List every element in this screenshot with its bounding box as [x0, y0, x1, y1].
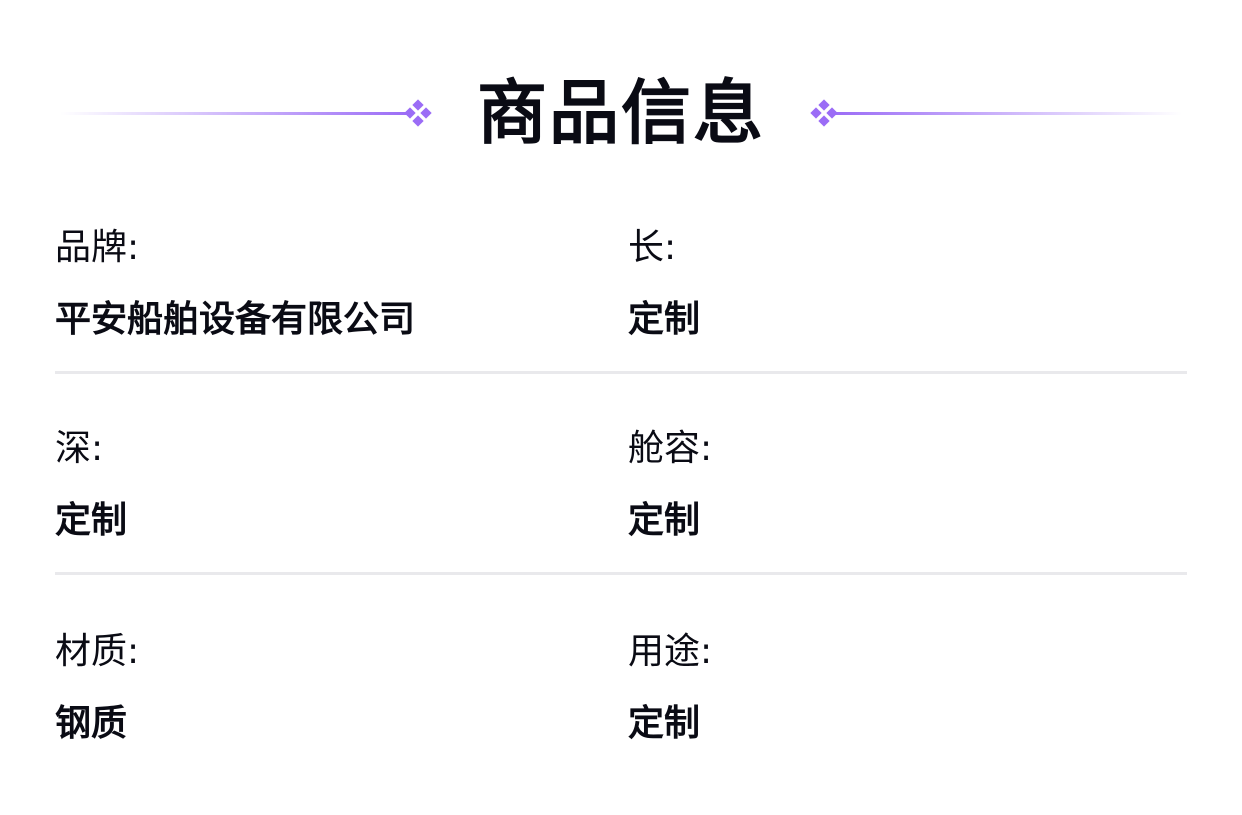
info-value: 定制 — [628, 299, 701, 340]
info-item-length: 长: 定制 — [628, 202, 700, 340]
info-label: 材质: — [55, 631, 140, 672]
row-divider — [55, 572, 1187, 575]
info-row: 材质: 钢质 用途: 定制 — [55, 606, 1187, 806]
info-value: 定制 — [55, 500, 128, 541]
decorative-line-left — [60, 112, 410, 115]
info-item-material: 材质: 钢质 — [55, 606, 139, 744]
info-value: 平安船舶设备有限公司 — [55, 299, 416, 340]
info-row: 品牌: 平安船舶设备有限公司 长: 定制 — [55, 202, 1187, 402]
info-value: 定制 — [628, 500, 701, 541]
section-title: 商品信息 — [477, 72, 765, 154]
info-value: 钢质 — [55, 703, 128, 744]
info-label: 长: — [628, 227, 677, 268]
row-divider — [55, 371, 1187, 374]
info-value: 定制 — [628, 703, 701, 744]
info-row: 深: 定制 舱容: 定制 — [55, 403, 1187, 603]
info-label: 品牌: — [55, 227, 140, 268]
info-item-brand: 品牌: 平安船舶设备有限公司 — [55, 202, 415, 340]
info-label: 用途: — [628, 631, 713, 672]
info-item-usage: 用途: 定制 — [628, 606, 712, 744]
decorative-line-right — [832, 112, 1182, 115]
info-item-capacity: 舱容: 定制 — [628, 403, 712, 541]
section-header: 商品信息 — [0, 68, 1242, 158]
info-item-depth: 深: 定制 — [55, 403, 127, 541]
info-label: 深: — [55, 428, 104, 469]
info-label: 舱容: — [628, 428, 713, 469]
